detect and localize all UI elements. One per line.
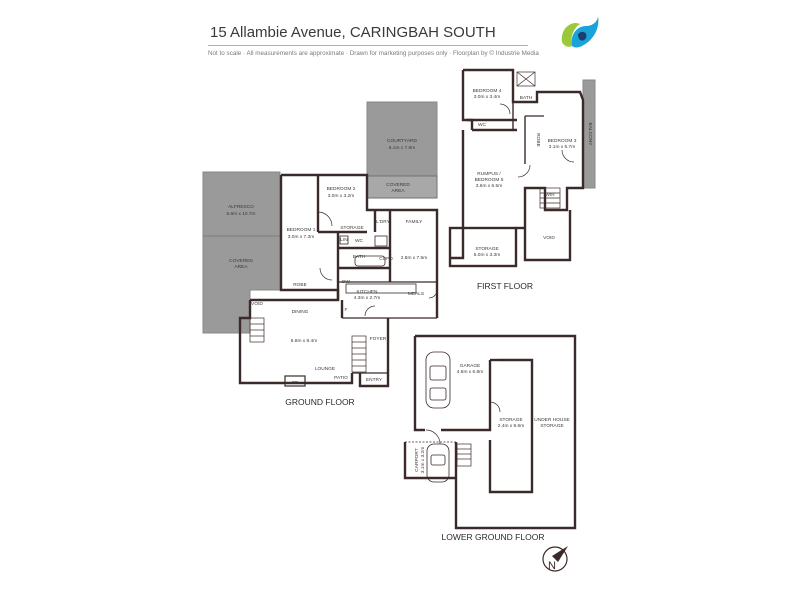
- label-family-size: 2.8m x 7.5m: [401, 255, 427, 261]
- label-wc-first: WC: [478, 122, 487, 128]
- label-lin: LIN: [340, 237, 348, 243]
- compass-n-label: N: [548, 560, 556, 572]
- label-family: FAMILY: [406, 219, 424, 225]
- page-title: 15 Allambie Avenue, CARINGBAH SOUTH: [210, 24, 496, 41]
- label-lounge: LOUNGE: [315, 366, 335, 372]
- label-f-mark: F: [345, 307, 348, 313]
- label-bedroom-1-size: 3.0m x 7.3m: [288, 234, 314, 240]
- label-alfresco-size: 5.6m x 10.7m: [226, 211, 255, 217]
- label-carport-size: 3.1m x 3.2m: [420, 447, 426, 473]
- carport-car-icon: [426, 443, 450, 483]
- label-bath-ground: BATH: [353, 254, 366, 260]
- label-courtyard: COURTYARD: [387, 138, 417, 144]
- label-first-floor: FIRST FLOOR: [477, 281, 533, 291]
- label-fp: FP: [292, 380, 298, 386]
- label-bedroom-2: BEDROOM 2: [327, 186, 356, 192]
- label-under-house-storage: STORAGE: [540, 423, 563, 429]
- label-storage-first: STORAGE: [475, 246, 498, 252]
- label-covered-area-1: COVERED: [229, 258, 253, 264]
- label-wc-ground: WC: [355, 238, 364, 244]
- brand-logo-icon: [561, 16, 599, 48]
- label-storage-ground: STORAGE: [340, 225, 363, 231]
- label-alfresco: ALFRESCO: [228, 204, 254, 210]
- label-under-house: UNDER HOUSE: [534, 417, 569, 423]
- lower-ground-floor-plan: [403, 334, 577, 530]
- label-covered-area-1b: AREA: [234, 264, 248, 270]
- label-storage-lower-size: 2.4m x 9.6m: [498, 423, 524, 429]
- label-dining-size: 6.8m x 8.4m: [291, 338, 317, 344]
- label-courtyard-size: 6.1m x 7.6m: [389, 145, 415, 151]
- lower-ground-floor-labels: GARAGE 4.8m x 6.8m STORAGE 2.4m x 9.6m U…: [414, 363, 570, 542]
- north-arrow-icon: N: [542, 546, 568, 572]
- label-wir: WIR: [545, 192, 555, 198]
- ground-floor-labels: ALFRESCO 5.6m x 10.7m COVERED AREA BEDRO…: [226, 138, 427, 407]
- label-rumpus: RUMPUS /: [477, 171, 501, 177]
- label-garage-size: 4.8m x 6.8m: [457, 369, 483, 375]
- label-entry: ENTRY: [366, 377, 383, 383]
- label-meals: MEALS: [408, 291, 424, 297]
- label-foyer: FOYER: [370, 336, 387, 342]
- label-dining: DINING: [292, 309, 309, 315]
- label-carport: CARPORT: [414, 448, 420, 471]
- label-robe-first: ROBE: [535, 133, 541, 147]
- label-patio: PATIO: [334, 375, 348, 381]
- label-bath-first: BATH: [520, 95, 533, 101]
- first-floor-labels: BEDROOM 4 3.0m x 3.4m BATH WC ROBE BEDRO…: [473, 88, 593, 291]
- label-bedroom-4: BEDROOM 4: [473, 88, 502, 94]
- label-ground-floor: GROUND FLOOR: [285, 397, 354, 407]
- label-void-first: VOID: [543, 235, 555, 241]
- disclaimer-text: Not to scale · All measurements are appr…: [208, 50, 539, 57]
- label-covered-area-2: COVERED: [386, 182, 410, 188]
- label-garage: GARAGE: [460, 363, 481, 369]
- label-storage-lower: STORAGE: [499, 417, 522, 423]
- first-floor-plan: [448, 68, 596, 268]
- label-lower-ground-floor: LOWER GROUND FLOOR: [442, 532, 545, 542]
- label-cupd: CUPD: [379, 256, 393, 262]
- label-covered-area-2b: AREA: [391, 188, 405, 194]
- label-robe-ground: ROBE: [293, 282, 307, 288]
- label-rumpus-size: 3.6m x 6.5m: [476, 183, 502, 189]
- car-icon: [425, 351, 451, 409]
- label-bedroom-1: BEDROOM 1: [287, 227, 316, 233]
- label-dw: DW: [342, 279, 350, 285]
- alfresco-area: [202, 171, 281, 334]
- ground-floor-plan: [202, 101, 439, 388]
- label-bedroom-3: BEDROOM 3: [548, 138, 577, 144]
- label-kitchen-size: 4.3m x 2.7m: [354, 295, 380, 301]
- label-void-ground: VOID: [251, 301, 263, 307]
- label-laundry: L'DRY: [376, 219, 390, 225]
- label-rumpus-bed5: BEDROOM 5: [475, 177, 504, 183]
- label-bedroom-3-size: 3.1m x 5.7m: [549, 144, 575, 150]
- title-divider: [208, 45, 528, 46]
- label-bedroom-4-size: 3.0m x 3.4m: [474, 94, 500, 100]
- label-storage-first-size: 5.0m x 3.3m: [474, 252, 500, 258]
- label-bedroom-2-size: 3.0m x 3.2m: [328, 193, 354, 199]
- label-kitchen: KITCHEN: [356, 289, 378, 295]
- label-balcony: BALCONY: [587, 123, 593, 147]
